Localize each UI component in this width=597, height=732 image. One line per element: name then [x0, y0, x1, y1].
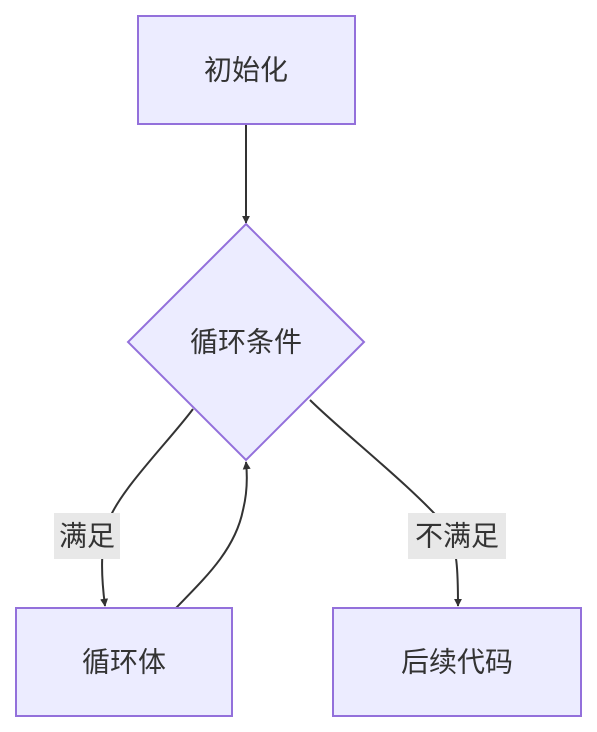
node-init-shape: [137, 15, 356, 125]
node-condition: 循环条件: [126, 222, 366, 462]
node-body: 循环体: [15, 607, 233, 717]
node-after-label: 后续代码: [401, 646, 513, 679]
edge-label-background: [54, 513, 120, 559]
edge-condition-to-after: [309, 399, 462, 607]
edge-label-not-satisfied: 不满足: [408, 513, 506, 559]
node-after-shape: [332, 607, 582, 717]
node-body-label: 循环体: [82, 646, 166, 679]
edge-label-background: [408, 513, 506, 559]
edge-body-to-condition: [175, 461, 251, 609]
node-init-label: 初始化: [204, 54, 288, 87]
edge-label-text: 满足: [59, 520, 115, 553]
node-condition-label: 循环条件: [190, 326, 302, 359]
node-init: 初始化: [137, 15, 356, 125]
node-body-shape: [15, 607, 233, 717]
node-condition-shape: [126, 222, 366, 462]
edge-condition-to-body: [100, 408, 194, 607]
edge-label-satisfied: 满足: [54, 513, 120, 559]
edge-label-text: 不满足: [415, 520, 499, 553]
node-after: 后续代码: [332, 607, 582, 717]
